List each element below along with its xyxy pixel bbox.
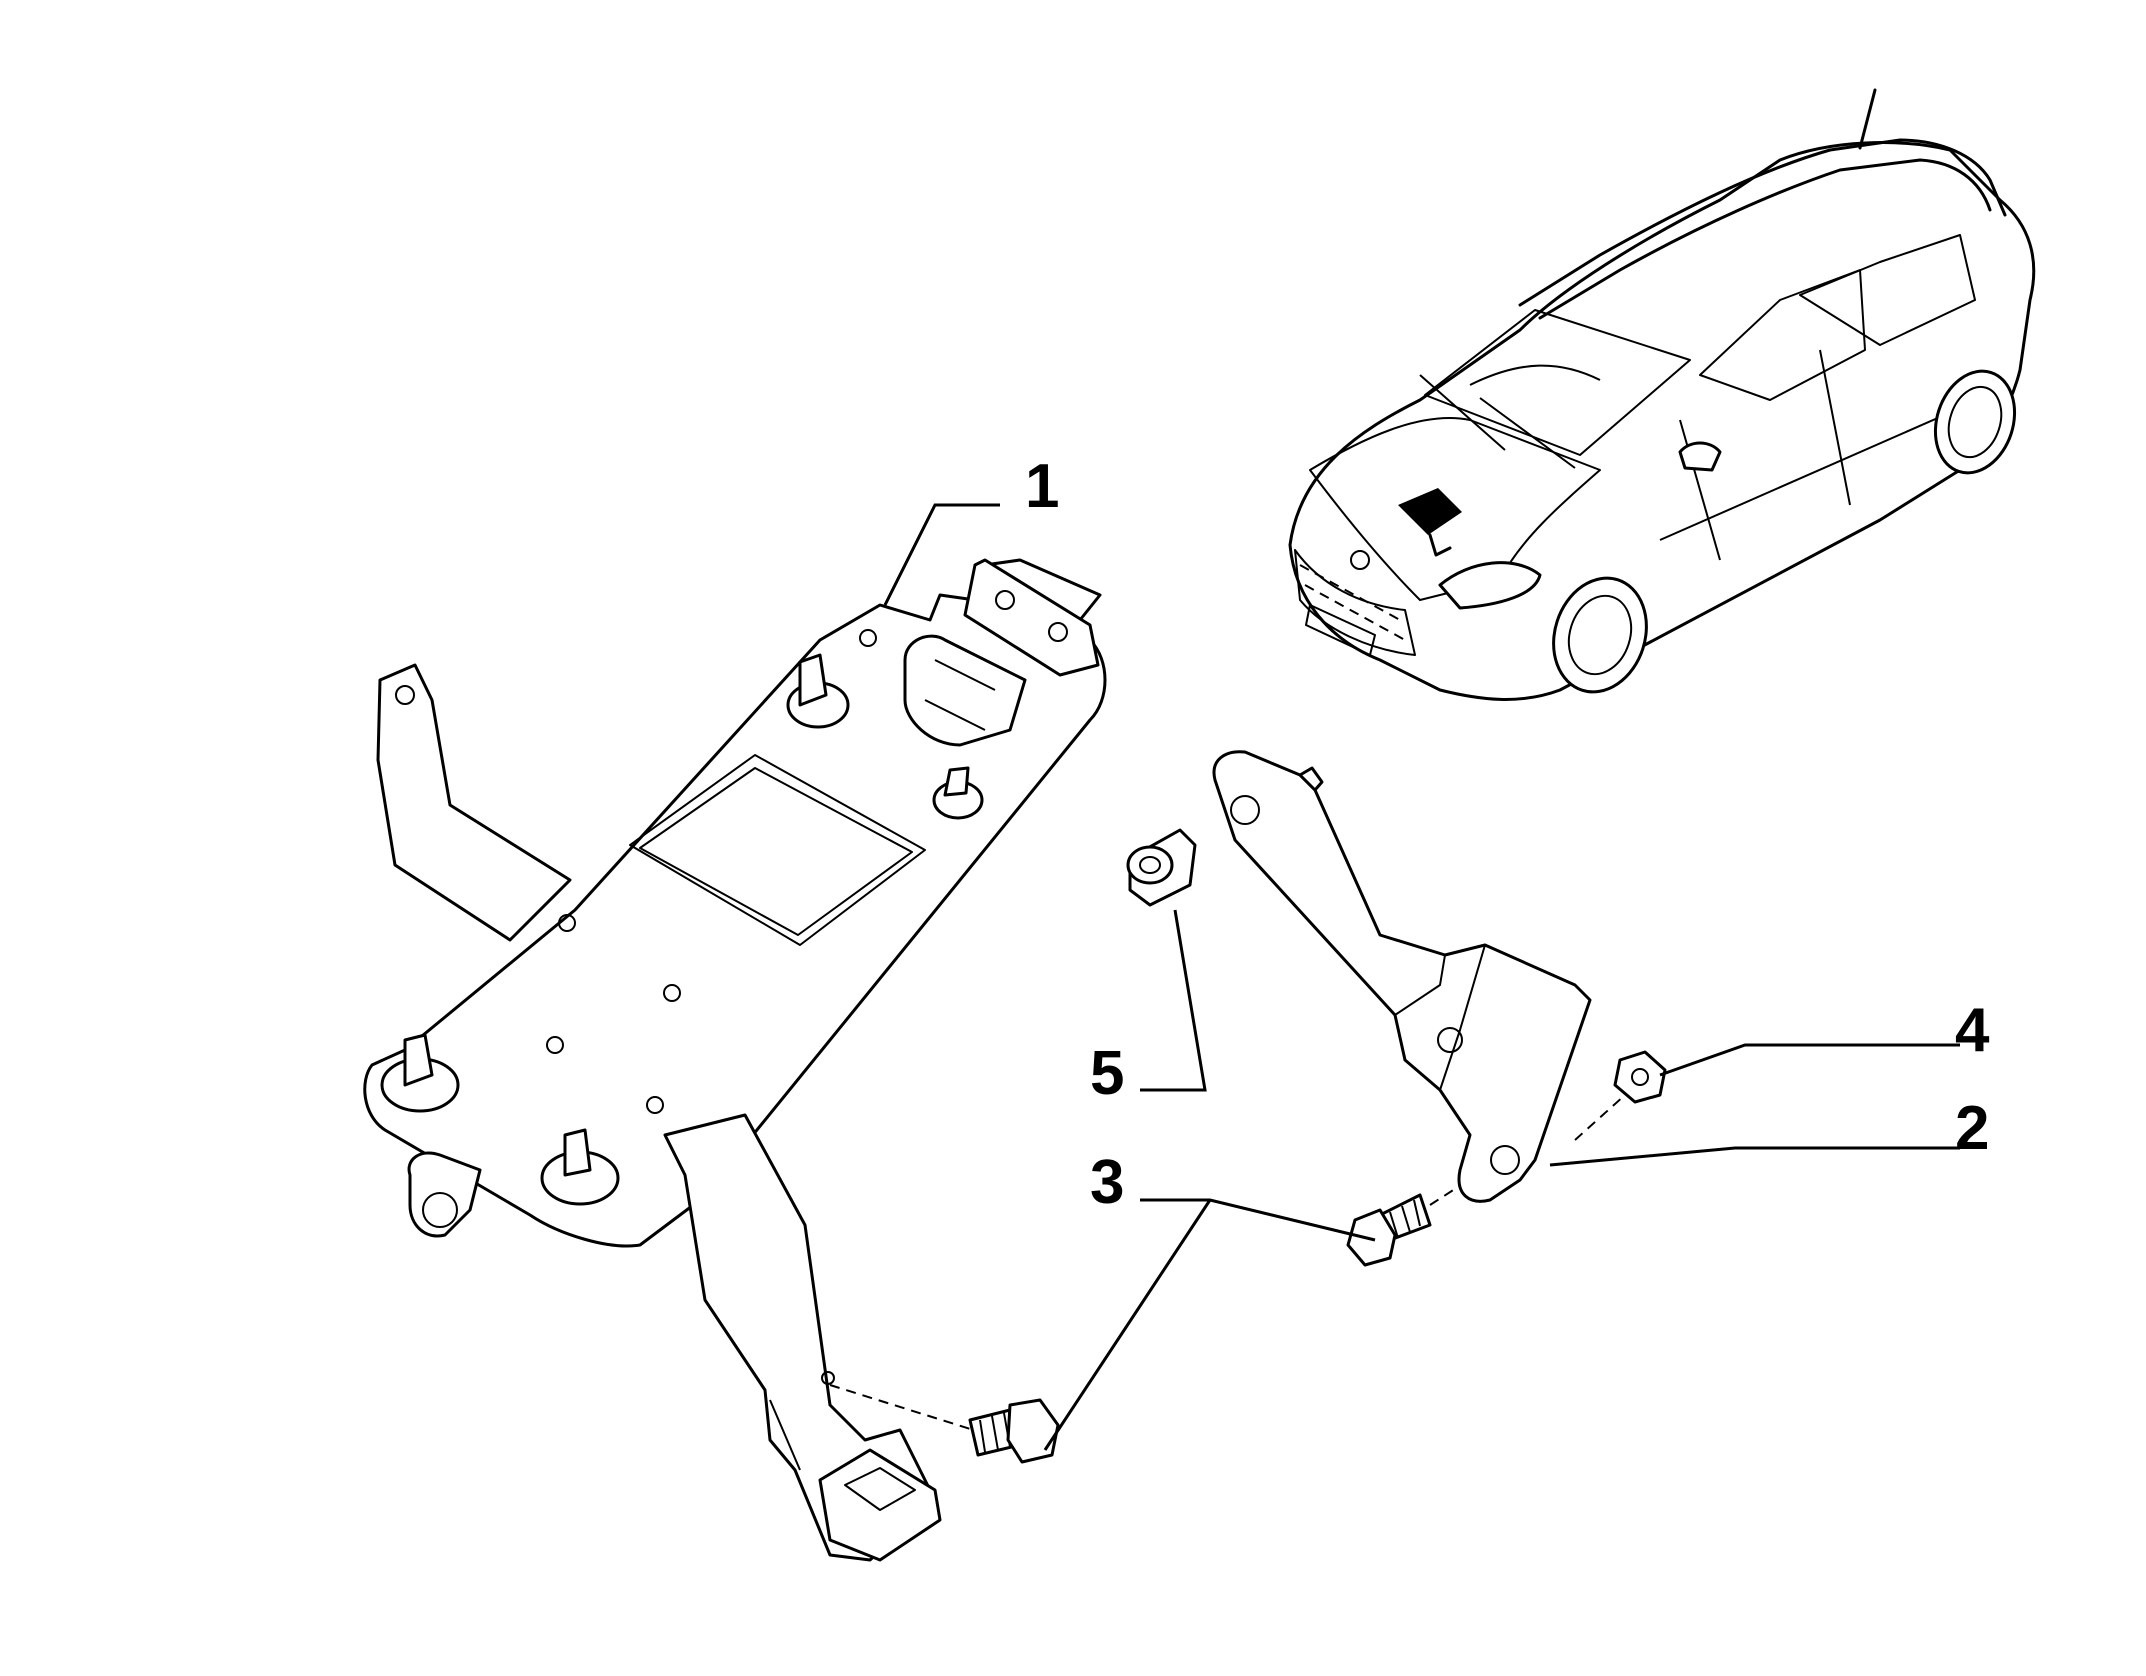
stud [380,1033,460,1113]
bushing-part-5 [1126,828,1197,907]
alignment-line-bolt-lower [829,1384,981,1433]
support-bracket-part-2 [1212,750,1592,1203]
main-bracket-part-1 [363,558,1107,1562]
callout-2: 2 [1955,1094,1990,1163]
callout-1: 1 [1025,452,1060,521]
leader-line-3 [1043,1198,1376,1451]
vehicle-location-view [1288,88,2036,701]
stud [540,1128,620,1206]
stud [786,653,850,729]
nut-part-4 [1613,1050,1667,1104]
bolt-part-3-upper [1346,1193,1432,1267]
bolt-part-3-lower [968,1398,1060,1464]
callout-3: 3 [1090,1148,1125,1217]
callout-4: 4 [1955,996,1990,1065]
callout-5: 5 [1090,1039,1125,1108]
stud [932,766,984,820]
leader-line-5 [1140,909,1207,1092]
alignment-line-nut [1574,1094,1626,1141]
leader-line-2 [1549,1146,1960,1167]
leader-line-1 [883,503,1000,606]
leader-line-4 [1659,1043,1960,1077]
